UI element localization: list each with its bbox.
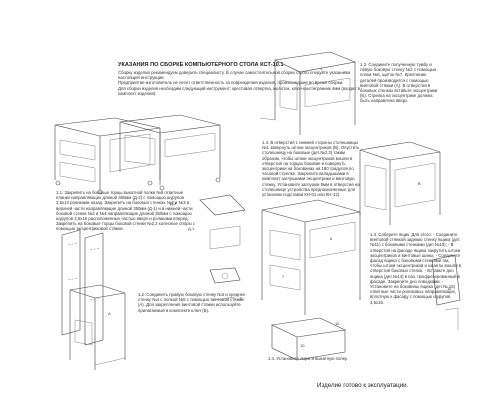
desk-drawing-overview (54, 117, 161, 195)
svg-text:Д-1: Д-1 (188, 226, 195, 231)
step-1-4b-text: 1.4. Установите ящик и выкатную полку. (268, 356, 348, 361)
svg-text:15: 15 (447, 286, 452, 291)
svg-text:Д-2: Д-2 (170, 201, 177, 206)
tabletop-drawing: 1 (259, 51, 357, 135)
svg-text:11: 11 (335, 321, 340, 326)
carcass-drawing: А (69, 284, 126, 370)
desk-drawing-overview (119, 114, 221, 191)
svg-text:10: 10 (300, 343, 305, 348)
intro-paragraph: Предприятие-изготовитель не несет ответс… (118, 80, 344, 86)
intro-paragraph: Сборку изделия рекомендуем доверить спец… (118, 70, 351, 81)
side-panels-drawing: Д-1 Д-2 (61, 194, 246, 346)
intro-paragraph: Для сборки изделия необходим следующий и… (118, 85, 360, 96)
step-1-2-text: 1.2. Соединить правую боковую стенку №3 … (138, 292, 246, 313)
intro-text: Сборку изделия рекомендуем доверить спец… (118, 70, 368, 96)
step-1-1-text: 1.1. Закрепить на боковые торцы выкатной… (56, 190, 196, 232)
svg-text:1: 1 (320, 66, 323, 71)
svg-text:А: А (108, 311, 111, 316)
step-1-4-text: 1.4. В отверстия с нижней стороны столеш… (262, 140, 360, 198)
center-assembly-drawing: 6 7 (261, 199, 361, 315)
svg-text:В: В (418, 181, 421, 186)
svg-text:7: 7 (282, 274, 285, 279)
step-1-3-text: 1.3. Соберите ящик. Для этого: - Соедини… (370, 232, 462, 305)
svg-text:6: 6 (330, 236, 333, 241)
drawer-drawing: 10 11 (270, 317, 347, 361)
final-note: Изделие готово к эксплуатации. (317, 382, 409, 389)
cabinet-drawing: В (359, 141, 441, 225)
svg-text:Б: Б (240, 296, 243, 301)
screw-detail-drawing: Б (209, 267, 243, 301)
step-right-text: 1.3. Соедините полученную тумбу и левую … (360, 62, 438, 104)
drawer-detail-drawing: 15 (431, 254, 461, 330)
page-title: УКАЗАНИЯ ПО СБОРКЕ КОМПЬЮТЕРНОГО СТОЛА К… (118, 62, 284, 68)
